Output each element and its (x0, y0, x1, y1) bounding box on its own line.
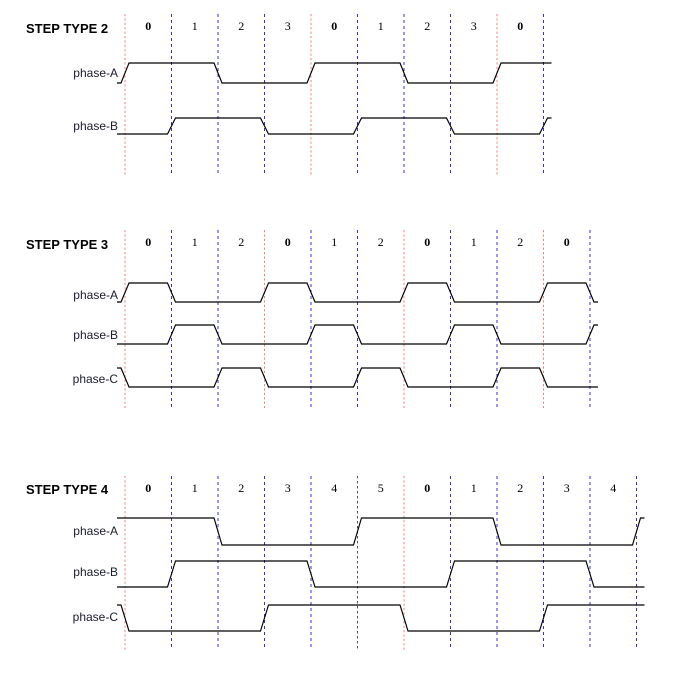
phase-label-step-type-3-phase-A: phase-A (73, 288, 118, 302)
waveform-step-type-4-phase-A (117, 517, 645, 546)
phase-label-step-type-4-phase-C: phase-C (73, 610, 119, 624)
step-number-step-type-2-7: 3 (471, 19, 477, 33)
step-number-step-type-4-0: 0 (145, 481, 151, 495)
step-number-step-type-3-4: 1 (331, 235, 337, 249)
step-number-step-type-3-1: 1 (192, 235, 198, 249)
step-number-step-type-4-4: 4 (331, 481, 337, 495)
step-number-step-type-4-1: 1 (192, 481, 198, 495)
step-number-step-type-2-1: 1 (192, 19, 198, 33)
step-number-step-type-2-4: 0 (331, 19, 337, 33)
step-number-step-type-2-0: 0 (145, 19, 151, 33)
section-title-step-type-2: STEP TYPE 2 (26, 21, 108, 36)
step-number-step-type-2-2: 2 (238, 19, 244, 33)
step-number-step-type-3-0: 0 (145, 235, 151, 249)
phase-label-step-type-2-phase-B: phase-B (73, 119, 118, 133)
phase-label-step-type-3-phase-C: phase-C (73, 372, 119, 386)
step-number-step-type-3-6: 0 (424, 235, 430, 249)
section-title-step-type-3: STEP TYPE 3 (26, 237, 108, 252)
section-step-type-4: STEP TYPE 4 0 1 2 3 4 5 0 1 2 3 4 phase-A phase-B phas… (26, 476, 645, 650)
step-number-step-type-3-7: 1 (471, 235, 477, 249)
section-title-step-type-4: STEP TYPE 4 (26, 482, 109, 497)
step-number-step-type-4-8: 2 (517, 481, 523, 495)
step-number-step-type-3-8: 2 (517, 235, 523, 249)
step-number-step-type-2-3: 3 (285, 19, 291, 33)
step-number-step-type-3-3: 0 (285, 235, 291, 249)
step-number-step-type-2-8: 0 (517, 19, 523, 33)
step-number-step-type-4-6: 0 (424, 481, 430, 495)
waveform-step-type-4-phase-B (117, 560, 645, 588)
waveform-step-type-2-phase-B (117, 117, 552, 135)
step-number-step-type-4-2: 2 (238, 481, 244, 495)
step-number-step-type-3-9: 0 (564, 235, 570, 249)
phase-label-step-type-4-phase-B: phase-B (73, 565, 118, 579)
step-number-step-type-4-3: 3 (285, 481, 291, 495)
step-number-step-type-4-5: 5 (378, 481, 384, 495)
step-number-step-type-4-10: 4 (610, 481, 616, 495)
waveform-step-type-2-phase-A (117, 62, 552, 84)
step-number-step-type-4-9: 3 (564, 481, 570, 495)
step-number-step-type-3-5: 2 (378, 235, 384, 249)
waveform-step-type-3-phase-A (117, 282, 598, 303)
phase-label-step-type-4-phase-A: phase-A (73, 524, 118, 538)
waveform-step-type-4-phase-C (117, 604, 645, 632)
section-step-type-3: STEP TYPE 3 0 1 2 0 1 2 0 1 2 0 phase-A phase-B phase… (26, 230, 598, 408)
phase-label-step-type-3-phase-B: phase-B (73, 328, 118, 342)
step-number-step-type-2-6: 2 (424, 19, 430, 33)
waveform-step-type-3-phase-B (117, 324, 598, 345)
step-number-step-type-4-7: 1 (471, 481, 477, 495)
step-number-step-type-3-2: 2 (238, 235, 244, 249)
section-step-type-2: STEP TYPE 2 0 1 2 3 0 1 2 3 0 phase-A phase-B (26, 14, 552, 176)
step-number-step-type-2-5: 1 (378, 19, 384, 33)
phase-label-step-type-2-phase-A: phase-A (73, 66, 118, 80)
waveform-step-type-3-phase-C (117, 367, 598, 388)
